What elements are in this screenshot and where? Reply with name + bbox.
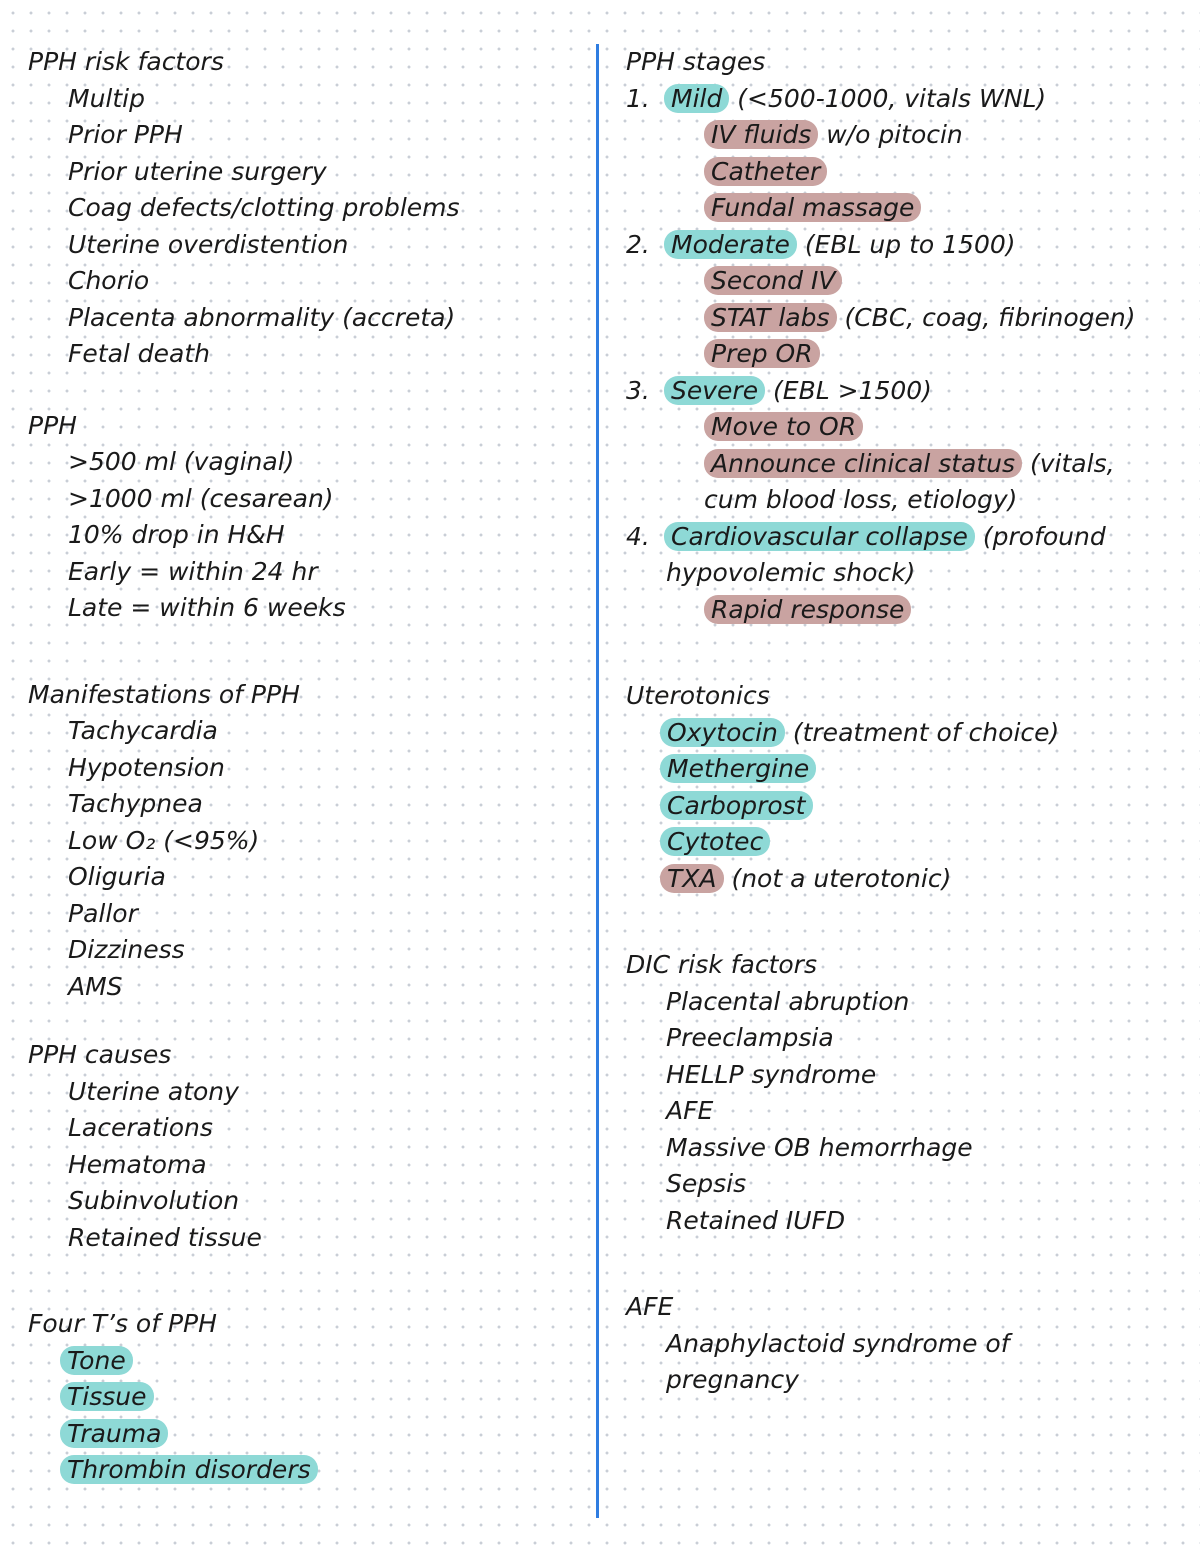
afe-heading: AFE <box>626 1292 674 1321</box>
list-item: Prior uterine surgery <box>68 156 327 186</box>
stages-heading: PPH stages <box>626 47 766 76</box>
stage-4-action: Rapid response <box>626 592 1186 629</box>
stage-4-label: Cardiovascular collapse <box>664 521 975 551</box>
stage-4: 4.Cardiovascular collapse (profound <box>626 521 1106 551</box>
stages-section: PPH stages 1.Mild (<500-1000, vitals WNL… <box>626 44 1186 628</box>
dic-heading: DIC risk factors <box>626 950 817 979</box>
stage-3-action: Announce clinical status (vitals, <box>626 446 1186 483</box>
stage-1: 1.Mild (<500-1000, vitals WNL) <box>626 83 1047 113</box>
list-item: Hematoma <box>68 1149 207 1179</box>
list-item: Retained tissue <box>68 1222 262 1252</box>
list-item: Tachycardia <box>68 716 218 745</box>
list-item: Low O₂ (<95%) <box>68 825 260 855</box>
list-item: 10% drop in H&H <box>68 520 285 549</box>
stage-3-label: Severe <box>664 375 766 405</box>
left-column: PPH risk factors Multip Prior PPH Prior … <box>28 44 583 1489</box>
uterotonic-oxytocin: Oxytocin <box>660 717 785 747</box>
stage-3: 3.Severe (EBL >1500) <box>626 375 932 405</box>
list-item: Subinvolution <box>68 1186 240 1215</box>
uterotonics-section: Uterotonics Oxytocin (treatment of choic… <box>626 678 1186 897</box>
list-item: Coag defects/clotting problems <box>68 193 460 222</box>
uterotonic-methergine: Methergine <box>660 754 817 783</box>
dic-section: DIC risk factors Placental abruption Pre… <box>626 947 1186 1239</box>
list-item: Prior PPH <box>68 120 183 149</box>
highlight-tissue: Tissue <box>60 1382 154 1411</box>
stage-1-action: Fundal massage <box>626 190 1186 227</box>
causes-section: PPH causes Uterine atony Lacerations Hem… <box>28 1037 583 1256</box>
list-item: Fetal death <box>68 339 210 368</box>
stage-2-label: Moderate <box>664 229 797 259</box>
pph-section: PPH >500 ml (vaginal) >1000 ml (cesarean… <box>28 408 583 627</box>
list-item: Massive OB hemorrhage <box>666 1132 973 1162</box>
list-item: Preeclampsia <box>666 1023 834 1052</box>
list-item: Placental abruption <box>666 986 910 1016</box>
stage-2-action: Second IV <box>626 263 1186 300</box>
manifestations-heading: Manifestations of PPH <box>28 679 300 709</box>
list-item: Placenta abnormality (accreta) <box>68 302 456 332</box>
list-item: Lacerations <box>68 1113 213 1142</box>
uterotonics-heading: Uterotonics <box>626 681 770 710</box>
list-item: Tachypnea <box>68 789 203 818</box>
list-item: >500 ml (vaginal) <box>68 447 295 476</box>
stage-4-cont: hypovolemic shock) <box>666 558 916 587</box>
list-item: AMS <box>68 971 123 1001</box>
list-item: Pallor <box>68 898 138 928</box>
manifestations-section: Manifestations of PPH Tachycardia Hypote… <box>28 677 583 1006</box>
pph-heading: PPH <box>28 410 77 440</box>
list-item: Dizziness <box>68 935 185 964</box>
list-item: Multip <box>68 83 145 113</box>
risk-factors-heading: PPH risk factors <box>28 47 224 76</box>
list-item: Early = within 24 hr <box>68 556 318 586</box>
stage-1-label: Mild <box>664 83 730 113</box>
list-item: Hypotension <box>68 752 225 782</box>
uterotonic-carboprost: Carboprost <box>660 790 813 820</box>
stage-2-action: Prep OR <box>626 336 1186 373</box>
list-item: Late = within 6 weeks <box>68 593 346 622</box>
list-item: Uterine overdistention <box>68 229 349 259</box>
risk-factors-section: PPH risk factors Multip Prior PPH Prior … <box>28 44 583 373</box>
list-item: HELLP syndrome <box>666 1059 877 1089</box>
txa-highlight: TXA <box>660 863 724 893</box>
highlight-thrombin: Thrombin disorders <box>60 1455 318 1484</box>
list-item: Chorio <box>68 266 150 295</box>
list-item: >1000 ml (cesarean) <box>68 483 334 513</box>
uterotonic-cytotec: Cytotec <box>660 827 771 856</box>
stage-1-action: Catheter <box>626 154 1186 191</box>
list-item: Sepsis <box>666 1169 747 1198</box>
four-ts-section: Four T’s of PPH Tone Tissue Trauma Throm… <box>28 1306 583 1489</box>
afe-definition-cont: pregnancy <box>666 1365 799 1394</box>
causes-heading: PPH causes <box>28 1040 172 1069</box>
stage-3-action-cont: cum blood loss, etiology) <box>704 485 1018 514</box>
four-ts-heading: Four T’s of PPH <box>28 1309 217 1338</box>
stage-1-action: IV fluids w/o pitocin <box>626 117 1186 154</box>
list-item: Oliguria <box>68 862 166 891</box>
stage-2: 2.Moderate (EBL up to 1500) <box>626 229 1016 259</box>
list-item: Uterine atony <box>68 1076 239 1106</box>
list-item: Retained IUFD <box>666 1205 846 1235</box>
highlight-tone: Tone <box>60 1345 133 1375</box>
list-item: AFE <box>666 1096 714 1125</box>
right-column: PPH stages 1.Mild (<500-1000, vitals WNL… <box>626 44 1186 1399</box>
stage-3-action: Move to OR <box>626 409 1186 446</box>
afe-section: AFE Anaphylactoid syndrome of pregnancy <box>626 1289 1186 1399</box>
stage-2-action: STAT labs (CBC, coag, fibrinogen) <box>626 300 1186 337</box>
afe-definition: Anaphylactoid syndrome of <box>666 1328 1010 1358</box>
highlight-trauma: Trauma <box>60 1418 169 1448</box>
column-divider <box>596 44 599 1518</box>
